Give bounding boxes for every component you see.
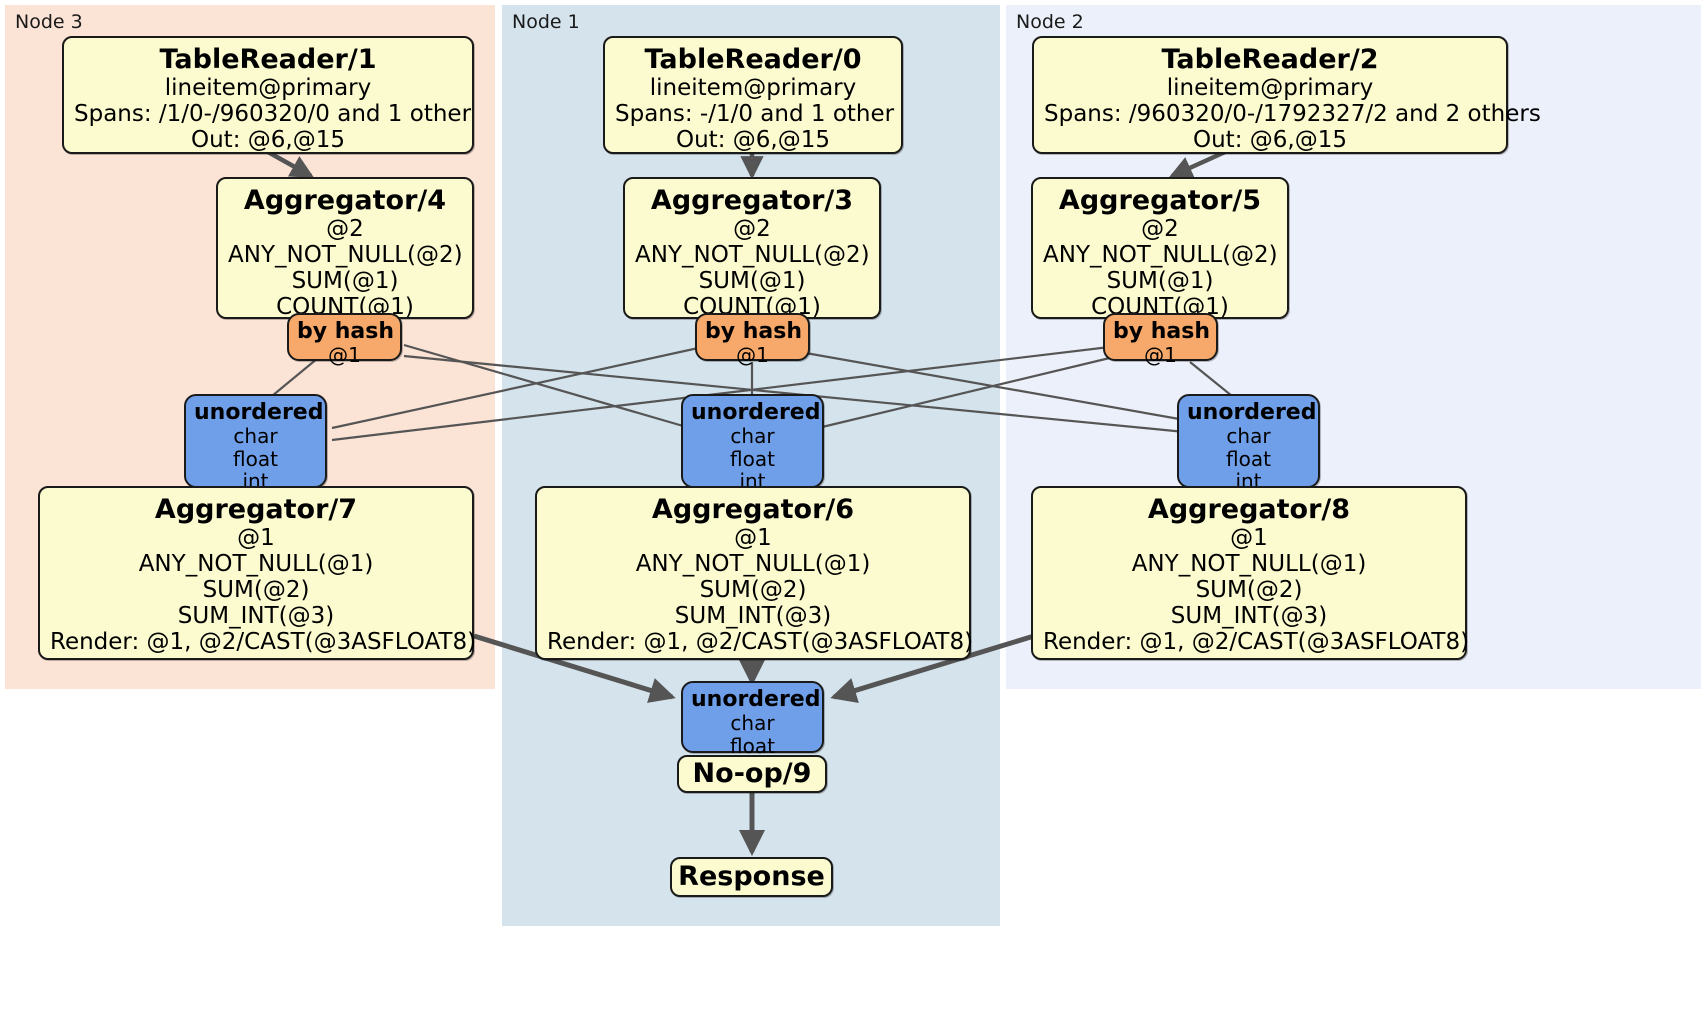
synchronizer-unordered-left[interactable]: unordered char float int [184,394,327,492]
processor-detail-agg3: SUM_INT(@3) [177,603,335,630]
processor-aggregator-5[interactable]: Aggregator/5 @2 ANY_NOT_NULL(@2) SUM(@1)… [1031,177,1289,320]
router-title: by hash [297,319,395,344]
processor-detail-agg1: ANY_NOT_NULL(@1) [1131,551,1367,578]
processor-title: No-op/9 [692,758,812,790]
synchronizer-title: unordered [194,400,324,425]
processor-detail-render: Render: @1, @2/CAST(@3ASFLOAT8) [50,629,477,656]
panel-label-node-2: Node 2 [1016,11,1084,33]
processor-aggregator-7[interactable]: Aggregator/7 @1 ANY_NOT_NULL(@1) SUM(@2)… [38,486,477,660]
processor-detail-groupby: @1 [1230,525,1268,552]
processor-detail-table: lineitem@primary [164,75,372,102]
processor-title: TableReader/2 [1161,44,1379,75]
processor-title: TableReader/1 [159,44,377,75]
processor-title: TableReader/0 [644,44,862,75]
router-detail-column: @1 [736,343,769,368]
router-detail-column: @1 [1144,343,1177,368]
processor-detail-spans: Spans: /1/0-/960320/0 and 1 other [74,101,472,128]
processor-title: Aggregator/5 [1058,185,1262,216]
processor-title: Aggregator/8 [1147,494,1351,525]
synchronizer-unordered-final[interactable]: unordered char float [681,681,824,757]
synchronizer-type-0: char [233,424,278,449]
processor-detail-agg1: ANY_NOT_NULL(@1) [138,551,374,578]
processor-detail-agg3: SUM_INT(@3) [674,603,832,630]
processor-detail-out: Out: @6,@15 [191,127,345,154]
processor-detail-agg1: ANY_NOT_NULL(@2) [635,242,870,269]
processor-aggregator-3[interactable]: Aggregator/3 @2 ANY_NOT_NULL(@2) SUM(@1)… [623,177,881,320]
processor-detail-table: lineitem@primary [649,75,857,102]
processor-detail-groupby: @2 [326,216,364,243]
panel-label-node-3: Node 3 [15,11,83,33]
processor-detail-agg2: SUM(@2) [1195,577,1303,604]
processor-detail-groupby: @1 [734,525,772,552]
processor-detail-agg1: ANY_NOT_NULL(@2) [1043,242,1278,269]
processor-tablereader-0[interactable]: TableReader/0 lineitem@primary Spans: -/… [603,36,903,154]
processor-detail-agg2: SUM(@1) [1106,268,1214,295]
synchronizer-unordered-center[interactable]: unordered char float int [681,394,824,492]
router-title: by hash [705,319,803,344]
synchronizer-type-1: float [730,446,775,471]
processor-aggregator-8[interactable]: Aggregator/8 @1 ANY_NOT_NULL(@1) SUM(@2)… [1031,486,1470,660]
processor-detail-out: Out: @6,@15 [1193,127,1347,154]
processor-detail-render: Render: @1, @2/CAST(@3ASFLOAT8) [1043,629,1470,656]
processor-detail-agg2: SUM(@2) [699,577,807,604]
processor-detail-agg2: SUM(@1) [291,268,399,295]
processor-detail-agg1: ANY_NOT_NULL(@2) [228,242,463,269]
synchronizer-type-1: float [1226,446,1271,471]
router-by-hash-left[interactable]: by hash @1 [287,313,402,367]
synchronizer-type-0: char [730,424,775,449]
router-title: by hash [1113,319,1211,344]
processor-title: Aggregator/6 [651,494,855,525]
synchronizer-title: unordered [691,400,821,425]
router-by-hash-center[interactable]: by hash @1 [695,313,810,367]
processor-title: Aggregator/4 [243,185,447,216]
synchronizer-title: unordered [691,687,821,712]
processor-aggregator-6[interactable]: Aggregator/6 @1 ANY_NOT_NULL(@1) SUM(@2)… [535,486,974,660]
processor-tablereader-2[interactable]: TableReader/2 lineitem@primary Spans: /9… [1032,36,1541,154]
synchronizer-type-1: float [233,446,278,471]
processor-detail-spans: Spans: -/1/0 and 1 other [615,101,895,128]
synchronizer-type-0: char [730,711,775,736]
processor-detail-groupby: @1 [237,525,275,552]
processor-detail-agg1: ANY_NOT_NULL(@1) [635,551,871,578]
synchronizer-unordered-right[interactable]: unordered char float int [1177,394,1320,492]
processor-detail-agg2: SUM(@2) [202,577,310,604]
processor-aggregator-4[interactable]: Aggregator/4 @2 ANY_NOT_NULL(@2) SUM(@1)… [216,177,474,320]
processor-title: Aggregator/7 [154,494,358,525]
router-detail-column: @1 [328,343,361,368]
processor-noop-9[interactable]: No-op/9 [677,755,827,793]
processor-detail-spans: Spans: /960320/0-/1792327/2 and 2 others [1044,101,1541,128]
processor-title: Aggregator/3 [650,185,854,216]
synchronizer-type-0: char [1226,424,1271,449]
processor-detail-render: Render: @1, @2/CAST(@3ASFLOAT8) [547,629,974,656]
processor-tablereader-1[interactable]: TableReader/1 lineitem@primary Spans: /1… [62,36,474,154]
processor-response[interactable]: Response [670,857,833,897]
panel-label-node-1: Node 1 [512,11,580,33]
synchronizer-type-1: float [730,733,775,758]
processor-detail-table: lineitem@primary [1166,75,1374,102]
processor-detail-out: Out: @6,@15 [676,127,830,154]
processor-title: Response [678,861,825,893]
processor-detail-agg3: SUM_INT(@3) [1170,603,1328,630]
processor-detail-groupby: @2 [1141,216,1179,243]
synchronizer-title: unordered [1187,400,1317,425]
processor-detail-agg2: SUM(@1) [698,268,806,295]
processor-detail-groupby: @2 [733,216,771,243]
router-by-hash-right[interactable]: by hash @1 [1103,313,1218,367]
